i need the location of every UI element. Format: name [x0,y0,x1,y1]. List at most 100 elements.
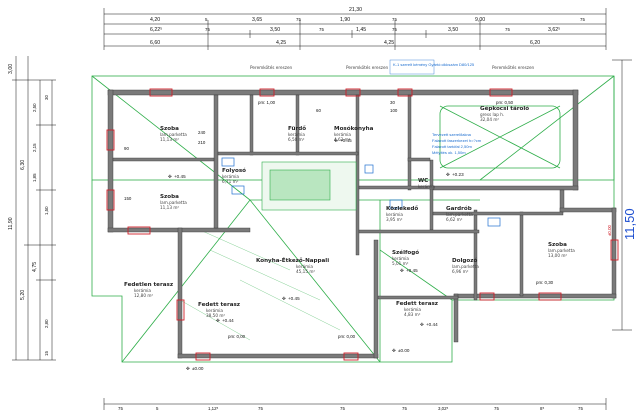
room-7-name: Közlekedő [386,206,418,212]
room-0-area: 11,13 m² [160,137,179,142]
garage-note-3: Mélyítés ok. 1,50m [432,150,466,155]
svg-text:✜: ✜ [216,318,220,323]
level-2: +0.45 [288,296,300,301]
room-8-name: Gardrób [446,205,472,212]
svg-text:✜: ✜ [334,138,338,143]
garage-notes: Tervezett szerelőakna Falazott faszerkez… [432,132,482,155]
room-10-floor: kerámia [392,256,409,261]
room-12-floor: lam.parketta [548,248,575,253]
room-10-name: Szélfogó [392,249,419,256]
kitchen-island [261,161,357,211]
dim-top-1-4: 1,90 [340,17,350,23]
garage-note-1: Falazott faszerkezet h=?cm [432,138,482,143]
room-7-floor: kerámia [386,212,403,217]
room-7-area: 3,95 m² [386,217,403,222]
dim-left-3: 2,50 [32,103,37,112]
room-11-floor: lam.parketta [452,264,479,269]
dim-left-6: 4,75 [32,262,38,272]
dim-left-0: 3,00 [8,64,14,74]
room-5-floor: lam.parketta [160,200,187,205]
eave-label: Peremkötés ereszen [250,65,293,70]
dim-top-1-1: 5 [205,17,208,22]
dim-left-2: 6,30 [20,160,26,170]
chimney-note-box [389,59,435,75]
dim-left-8: 5,20 [20,290,26,300]
pm-1: pm: 0,00 [338,334,356,339]
dim-bot-5: 75 [402,406,407,411]
room-11-name: Dolgozó [452,257,478,264]
svg-text:✜: ✜ [186,366,190,371]
room-14-floor: kerámia [206,308,223,313]
walls [107,89,617,359]
dim-top-2-1: 75 [205,27,210,32]
room-2-name: Mosókonyha [334,125,374,132]
room-13-area: 12,80 m² [134,293,153,298]
dim-top-3-0: 6,60 [150,40,160,46]
dim-top-3-3: 6,20 [530,40,540,46]
svg-text:✜: ✜ [282,296,286,301]
room-3-area: 32,04 m² [480,117,499,122]
opening-heights: 240 210 90 150 60 30 100 [124,100,398,201]
dim-left-4: 2,15 [32,143,37,152]
dim-top-2-2: 3,50 [270,27,280,33]
dim-bot-0: 75 [118,406,123,411]
level-6: +0.44 [426,322,438,327]
room-8-floor: lam.parketta [446,212,473,217]
level-0: +0.45 [174,174,186,179]
dim-bot-4: 75 [340,406,345,411]
room-6-floor: kerámia [418,184,435,189]
h-3: 150 [124,196,132,201]
dim-top-1-2: 3,65 [252,17,262,23]
room-4-area: 6,71 m² [222,179,239,184]
dim-top-2-0: 6,22⁵ [150,27,162,33]
dim-top-1-7: 75 [580,17,585,22]
garage-note-0: Tervezett szerelőakna [432,132,472,137]
room-13-name: Fedetlen terasz [124,282,173,288]
dim-top-2-4: 1,45 [356,27,366,33]
room-2-area: 4,63 m² [334,137,351,142]
room-12-area: 13,00 m² [548,253,567,258]
level-5: +0.45 [406,268,418,273]
dim-left-5: 1,85 [32,173,37,182]
pm-3: pm: 0,50 [496,100,514,105]
right-dimensions [612,59,632,331]
dim-left-9: 30 [44,95,49,100]
dim-bot-2: 1,12⁵ [208,406,219,411]
level-7: ±0.00 [192,366,204,371]
room-1-area: 6,50 m² [288,137,305,142]
svg-text:✜: ✜ [392,348,396,353]
dim-top-2-3: 75 [319,27,324,32]
h-4: 60 [316,108,321,113]
room-13-floor: kerámia [134,288,151,293]
level-4: +0.44 [222,318,234,323]
dim-left-10: 15 [44,351,49,356]
room-14-name: Fedett terasz [198,302,240,308]
room-5-name: Szoba [160,194,179,200]
dim-top-2-5: 75 [392,27,397,32]
room-15-floor: kerámia [404,307,421,312]
svg-text:✜: ✜ [400,268,404,273]
room-1-floor: kerámia [288,132,305,137]
h-6: 100 [390,108,398,113]
room-5-area: 11,13 m² [160,205,179,210]
dim-left-11: 1,50 [44,206,49,215]
room-1-name: Fürdő [288,126,306,132]
dim-top-3-1: 4,25 [276,40,286,46]
dim-top-1-0: 4,20 [150,17,160,23]
pm-0: pm: 0,00 [228,334,246,339]
dim-bot-9: 75 [578,406,583,411]
dim-top-2-7: 75 [505,27,510,32]
dim-right-total: 11,50 [622,208,637,240]
dim-bot-3: 75 [258,406,263,411]
level-3: +0.23 [452,172,464,177]
dim-top-2-8: 3,62⁵ [548,27,560,33]
hatch-lines [179,229,341,341]
room-6-name: WC [418,178,428,184]
garage-car [439,105,561,169]
h-1: 210 [198,140,206,145]
dim-top-1-6: 9,00 [475,17,485,23]
dim-top-2-6: 3,50 [448,27,458,33]
room-11-area: 6,96 m² [452,269,469,274]
dim-left-1: 11,90 [8,217,14,230]
room-3-name: Gépkocsi tároló [480,105,529,112]
